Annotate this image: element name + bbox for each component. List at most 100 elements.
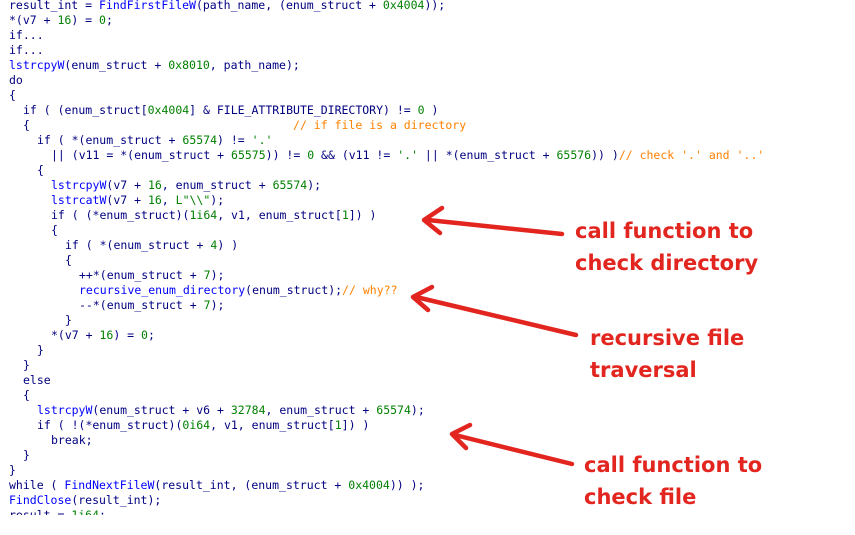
code-token: FindClose	[9, 493, 72, 507]
code-token: {	[9, 88, 16, 102]
code-token: }	[37, 343, 44, 357]
code-token: result_int =	[9, 0, 100, 12]
code-token: // if file is a directory	[293, 118, 467, 132]
code-line: if ( (*enum_struct)(1i64, v1, enum_struc…	[9, 208, 764, 223]
code-token: ++*(enum_struct +	[79, 268, 204, 282]
code-token: 1i64	[71, 508, 100, 522]
code-token: lstrcpyW	[51, 178, 107, 192]
code-token: && (v11 !=	[314, 148, 398, 162]
code-line: ++*(enum_struct + 7);	[9, 268, 764, 283]
code-token: 0x4004	[348, 478, 390, 492]
code-token: (v7 +	[106, 178, 148, 192]
code-line: *(v7 + 16) = 0;	[9, 13, 764, 28]
code-token: || (v11 = *(enum_struct +	[51, 148, 232, 162]
code-token: 65575	[231, 148, 266, 162]
code-token: if...	[9, 28, 44, 42]
code-line: if...	[9, 43, 764, 58]
code-token: while (	[9, 478, 65, 492]
code-token: ] & FILE_ATTRIBUTE_DIRECTORY) !=	[189, 103, 418, 117]
code-token: ) =	[113, 328, 142, 342]
code-token: do	[9, 73, 23, 87]
code-line: if...	[9, 28, 764, 43]
code-line: if ( *(enum_struct + 4) )	[9, 238, 764, 253]
annotation-check-file-line1: call function to	[584, 453, 763, 477]
code-token: L"\\"	[175, 193, 211, 207]
code-token: *(v7 +	[51, 328, 100, 342]
code-token: lstrcpyW	[9, 58, 65, 72]
code-token: 16	[57, 13, 72, 27]
code-token: {	[37, 163, 44, 177]
code-line: break;	[9, 433, 764, 448]
code-token: 65574	[272, 178, 308, 192]
code-line: recursive_enum_directory(enum_struct);//…	[9, 283, 764, 298]
code-token: *(v7 +	[9, 13, 58, 27]
code-token: , enum_struct +	[161, 178, 273, 192]
code-line: while ( FindNextFileW(result_int, (enum_…	[9, 478, 764, 493]
code-token: 65576	[556, 148, 592, 162]
code-token: {	[23, 388, 30, 402]
code-token: (result_int);	[71, 493, 162, 507]
code-token: 0	[99, 13, 106, 27]
code-line: result_int = FindFirstFileW(path_name, (…	[9, 0, 764, 13]
code-token: );	[210, 298, 225, 312]
code-token: }	[9, 463, 16, 477]
code-line: {	[9, 88, 764, 103]
code-line: --*(enum_struct + 7);	[9, 298, 764, 313]
code-token: --*(enum_struct +	[79, 298, 204, 312]
code-token: (enum_struct);	[245, 283, 343, 297]
annotation-check-directory-line2: check directory	[575, 251, 759, 275]
code-line: if ( *(enum_struct + 65574) != '.'	[9, 133, 764, 148]
code-token: if ( *(enum_struct +	[65, 238, 211, 252]
code-token: if...	[9, 43, 44, 57]
code-line: {	[9, 388, 764, 403]
code-token: if ( (enum_struct[	[23, 103, 148, 117]
code-token: 7	[203, 268, 211, 282]
code-token: }	[23, 448, 30, 462]
annotation-check-file-line2: check file	[584, 485, 697, 509]
code-token: 0	[141, 328, 148, 342]
code-token: 0	[417, 103, 425, 117]
code-line: lstrcpyW(v7 + 16, enum_struct + 65574);	[9, 178, 764, 193]
code-token: , v1, enum_struct[	[210, 418, 335, 432]
annotation-check-directory: call function to check directory	[575, 215, 758, 279]
code-line: || (v11 = *(enum_struct + 65575)) != 0 &…	[9, 148, 764, 163]
code-token: 1i64	[189, 208, 218, 222]
code-token: ) =	[71, 13, 100, 27]
code-line: result = 1i64;	[9, 508, 764, 522]
code-token: 0x4004	[147, 103, 190, 117]
code-token: if ( (*enum_struct)(	[51, 208, 190, 222]
code-token: ) !=	[217, 133, 252, 147]
code-line: }	[9, 313, 764, 328]
code-line: }	[9, 358, 764, 373]
code-token: recursive_enum_directory	[79, 283, 246, 297]
code-line: {	[9, 253, 764, 268]
code-token: , path_name);	[209, 58, 300, 72]
code-token: lstrcatW	[51, 193, 107, 207]
code-token: break;	[51, 433, 93, 447]
code-token: (v7 +	[106, 193, 148, 207]
code-token: ,	[161, 193, 176, 207]
code-token: ));	[424, 0, 446, 12]
code-token: result =	[9, 508, 72, 522]
code-line: do	[9, 73, 764, 88]
code-token: (enum_struct + v6 +	[92, 403, 231, 417]
code-token: {	[51, 223, 58, 237]
code-token: {	[65, 253, 72, 267]
code-line: }	[9, 343, 764, 358]
code-token: )) )	[591, 148, 619, 162]
code-token: 0i64	[182, 418, 211, 432]
code-token: )	[424, 103, 439, 117]
code-line: lstrcatW(v7 + 16, L"\\");	[9, 193, 764, 208]
code-token: 32784	[230, 403, 266, 417]
code-token: else	[23, 373, 51, 387]
code-token: ]) )	[348, 208, 377, 222]
code-token: 16	[147, 178, 162, 192]
code-token: )) );	[389, 478, 425, 492]
code-line: lstrcpyW(enum_struct + 0x8010, path_name…	[9, 58, 764, 73]
code-token: , enum_struct +	[265, 403, 377, 417]
annotation-check-directory-line1: call function to	[575, 219, 754, 243]
code-line: FindClose(result_int);	[9, 493, 764, 508]
code-token: (result_int, (enum_struct +	[154, 478, 349, 492]
code-token: if ( !(*enum_struct)(	[37, 418, 183, 432]
code-token: {	[23, 118, 294, 132]
